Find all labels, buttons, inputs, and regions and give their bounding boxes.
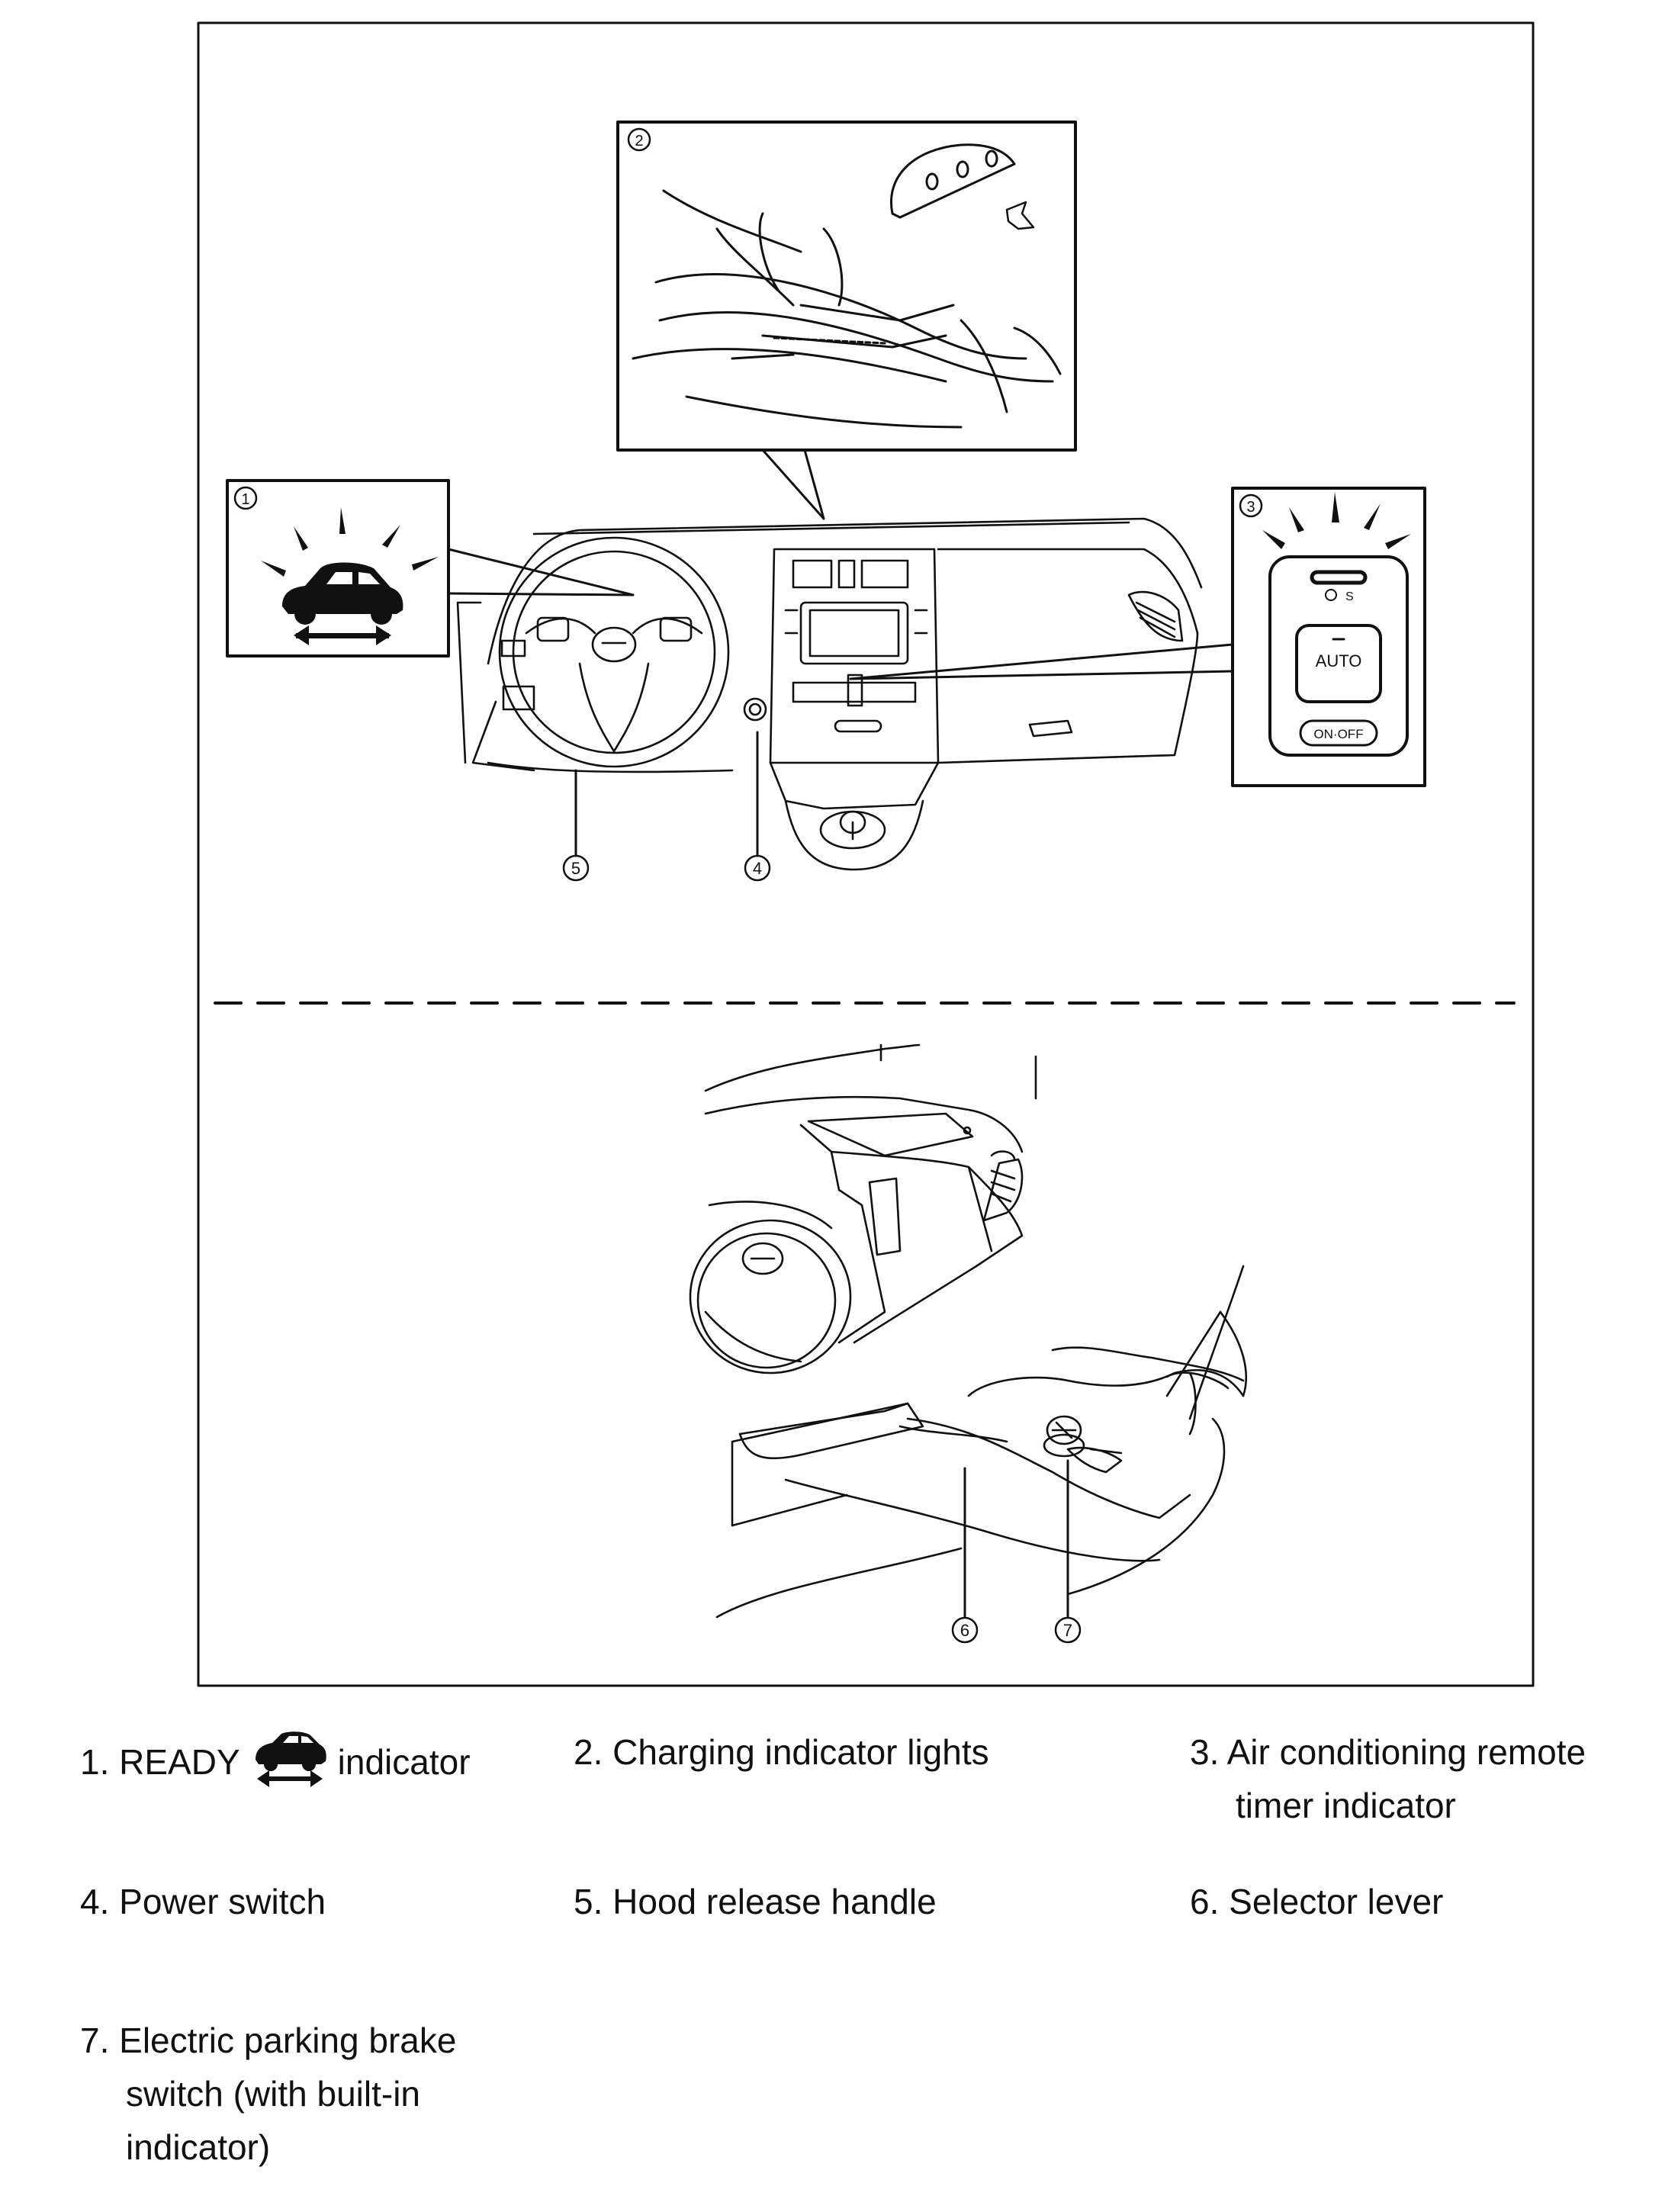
legend-item-3: 3. Air conditioning remote timer indicat…: [1190, 1725, 1586, 1832]
legend-item-4: 4. Power switch: [80, 1875, 326, 1928]
inset-charging-indicator-lights: 2: [616, 121, 1077, 452]
inset-ready-indicator: 1: [226, 479, 450, 657]
legend-item-4-text: 4. Power switch: [80, 1882, 326, 1921]
onoff-button-label: ON·OFF: [1313, 727, 1363, 741]
auto-button-label: AUTO: [1316, 651, 1362, 670]
ready-car-icon: [255, 1731, 326, 1787]
console-illustration: [689, 1043, 1248, 1619]
legend-item-1-prefix: 1. READY: [80, 1742, 240, 1782]
legend-item-3-line2: timer indicator: [1236, 1786, 1456, 1825]
legend-item-3-line1: 3. Air conditioning remote: [1190, 1732, 1586, 1772]
figure-frame: [197, 21, 1535, 1687]
svg-text:S: S: [1345, 590, 1354, 603]
callout-3-label: 3: [1246, 499, 1255, 516]
ready-indicator-rays: [261, 507, 439, 577]
legend-item-7-line2: switch (with built-in: [126, 2074, 420, 2114]
ready-car-icon: [282, 562, 403, 645]
inset-ac-remote-timer-indicator: 3 S AUTO ON·OFF: [1231, 487, 1426, 787]
callout-6-label: 6: [960, 1621, 969, 1640]
legend-item-7: 7. Electric parking brake switch (with b…: [80, 2014, 456, 2174]
dashboard-illustration: [456, 517, 1203, 871]
diagram-figure: 2 1: [197, 21, 1535, 1687]
callout-4-label: 4: [753, 859, 762, 878]
legend-item-6-text: 6. Selector lever: [1190, 1882, 1444, 1921]
legend-item-2: 2. Charging indicator lights: [574, 1725, 989, 1779]
legend-item-5-text: 5. Hood release handle: [574, 1882, 937, 1921]
callout-1-label: 1: [241, 491, 249, 508]
callout-2-label: 2: [635, 133, 643, 150]
legend-item-7-line3: indicator): [126, 2127, 271, 2167]
legend-item-2-text: 2. Charging indicator lights: [574, 1732, 989, 1772]
legend-item-7-line1: 7. Electric parking brake: [80, 2021, 457, 2060]
legend-item-1: 1. READY indicator: [80, 1731, 471, 1795]
legend-item-5: 5. Hood release handle: [574, 1875, 937, 1928]
legend-item-1-suffix: indicator: [337, 1742, 471, 1782]
callout-7-label: 7: [1063, 1621, 1072, 1640]
legend-item-6: 6. Selector lever: [1190, 1875, 1443, 1928]
callout-5-label: 5: [571, 859, 580, 878]
